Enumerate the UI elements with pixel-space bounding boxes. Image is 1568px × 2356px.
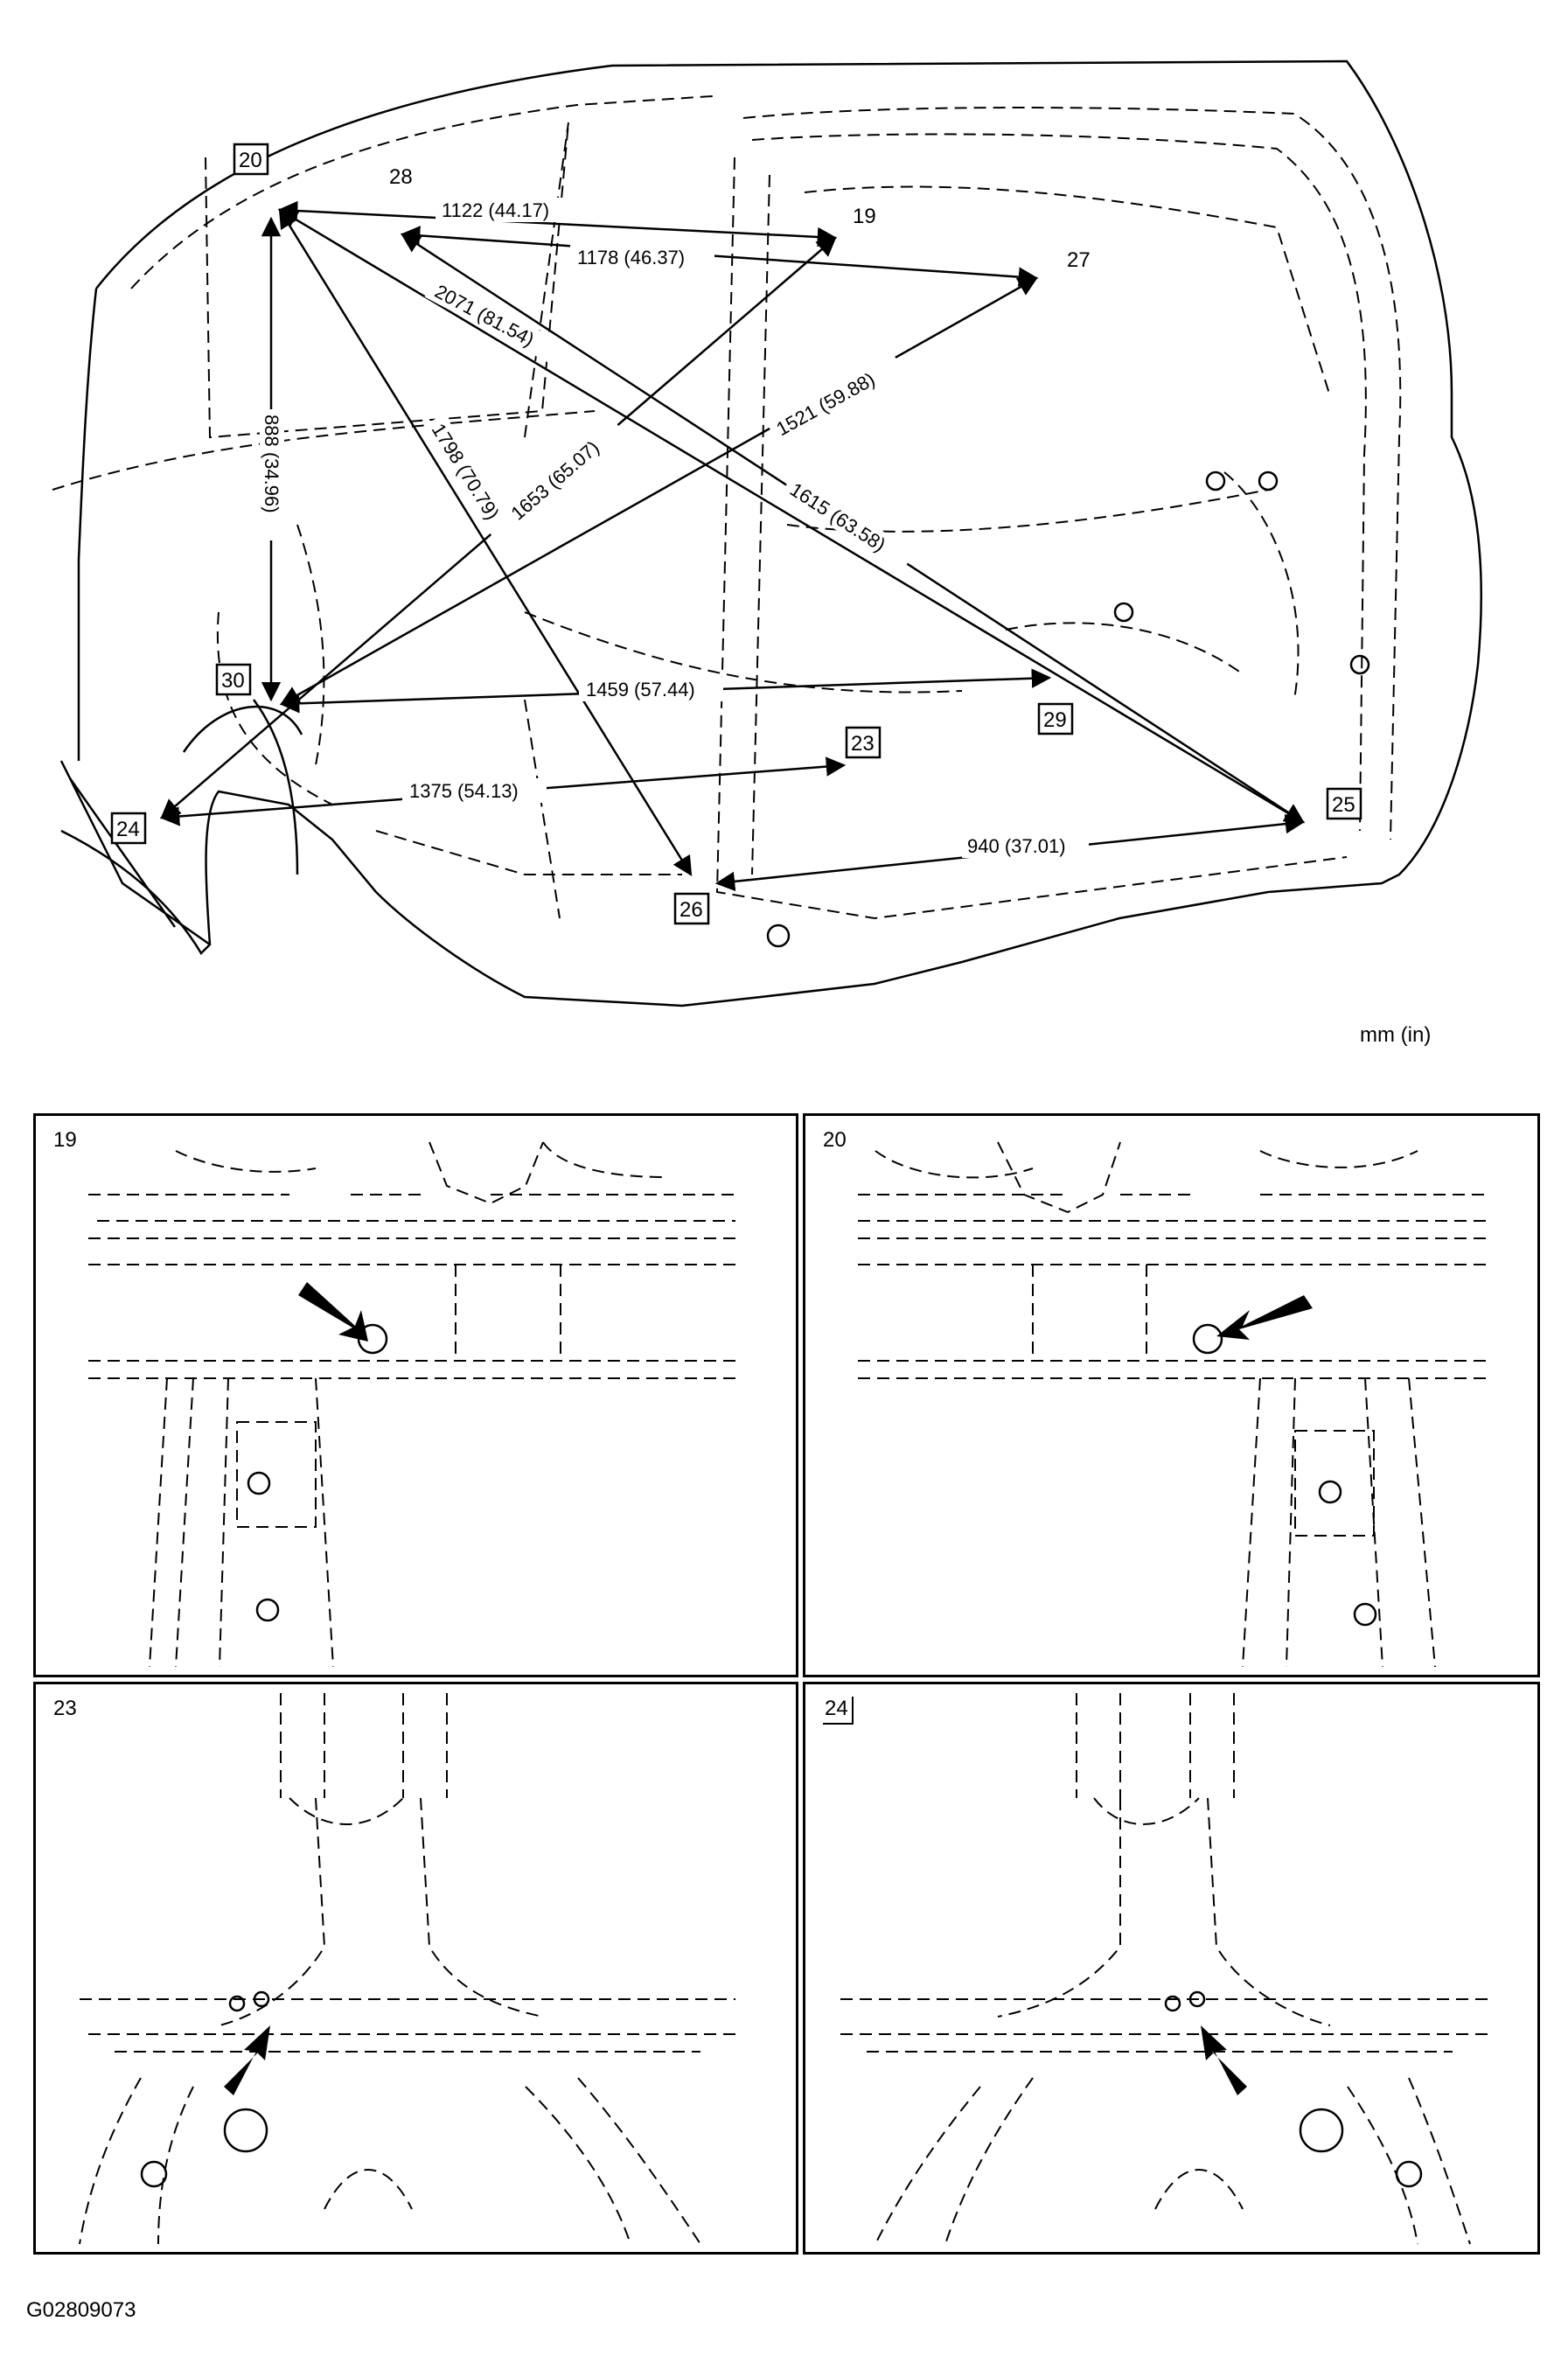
dim-label-30-27: 1521 (59.88) [766, 352, 905, 444]
dim-label-24-19: 1653 (65.07) [500, 415, 626, 530]
detail-panel-20-label: 20 [823, 1128, 847, 1152]
point-26-marker: 26 [673, 892, 710, 925]
point-29-marker: 29 [1037, 702, 1074, 735]
svg-text:26: 26 [679, 898, 703, 922]
svg-text:1653 (65.07): 1653 (65.07) [506, 436, 603, 525]
svg-text:1521 (59.88): 1521 (59.88) [772, 368, 878, 440]
dim-label-20-19: 1122 (44.17) [436, 198, 575, 222]
svg-text:28: 28 [389, 165, 413, 189]
detail-panel-24-label: 24 [823, 1697, 854, 1725]
dim-label-28-27: 1178 (46.37) [570, 245, 714, 269]
svg-text:25: 25 [1332, 793, 1355, 817]
measuring-points: 20 28 19 27 30 29 23 24 25 [110, 143, 1362, 925]
svg-text:888 (34.96): 888 (34.96) [261, 415, 282, 513]
svg-text:1798 (70.79): 1798 (70.79) [428, 420, 504, 524]
dim-label-28-25: 1615 (63.58) [780, 473, 916, 573]
dimension-labels: 1122 (44.17) 1178 (46.37) 2071 (81.54) 1… [260, 198, 1089, 858]
units-label: mm (in) [1360, 1023, 1432, 1047]
detail-panel-23-label: 23 [53, 1697, 77, 1720]
point-19-marker: 19 [853, 205, 876, 228]
detail-panel-20: 20 [803, 1113, 1540, 1677]
point-23-marker: 23 [845, 726, 882, 759]
arrow-24 [1201, 2025, 1247, 2095]
svg-text:23: 23 [851, 732, 875, 756]
svg-text:30: 30 [221, 669, 245, 693]
point-20-marker: 20 [233, 143, 269, 176]
detail-panel-19: 19 [33, 1113, 798, 1677]
dim-label-26-25: 940 (37.01) [962, 833, 1089, 858]
dim-label-30-29: 1459 (57.44) [579, 677, 723, 701]
svg-text:1122 (44.17): 1122 (44.17) [442, 199, 549, 221]
arrow-19 [298, 1282, 368, 1342]
dimline-20-25 [278, 208, 1305, 824]
svg-text:24: 24 [116, 818, 140, 841]
dim-label-20-25: 2071 (81.54) [424, 275, 564, 365]
dimension-lines [159, 200, 1306, 892]
dimline-28-27 [400, 226, 1039, 287]
dim-label-20-30: 888 (34.96) [260, 409, 284, 540]
svg-text:20: 20 [239, 149, 262, 172]
detail-panel-19-label: 19 [53, 1128, 77, 1152]
detail-panel-23: 23 [33, 1682, 798, 2255]
point-24-marker: 24 [110, 812, 147, 845]
dimline-30-27 [280, 276, 1038, 706]
svg-text:940 (37.01): 940 (37.01) [967, 835, 1066, 857]
point-27-marker: 27 [1067, 248, 1091, 272]
detail-drawing-24 [840, 1693, 1488, 2245]
svg-text:2071 (81.54): 2071 (81.54) [431, 280, 538, 351]
svg-text:27: 27 [1067, 248, 1091, 272]
point-25-marker: 25 [1326, 787, 1362, 820]
arrow-20 [1216, 1295, 1313, 1340]
detail-panel-24: 24 [803, 1682, 1540, 2255]
detail-drawing-23 [79, 1693, 735, 2245]
point-30-marker: 30 [215, 663, 252, 696]
svg-text:1178 (46.37): 1178 (46.37) [577, 247, 685, 268]
svg-text:29: 29 [1043, 708, 1067, 732]
point-28-marker: 28 [389, 165, 413, 189]
arrow-23 [224, 2025, 270, 2095]
svg-text:19: 19 [853, 205, 876, 228]
detail-drawing-19 [88, 1141, 735, 1668]
svg-text:1459 (57.44): 1459 (57.44) [586, 679, 695, 701]
figure-id: G02809073 [26, 2298, 136, 2322]
dim-label-24-23: 1375 (54.13) [402, 778, 547, 803]
body-dimension-diagram: 1122 (44.17) 1178 (46.37) 2071 (81.54) 1… [52, 59, 1482, 1007]
svg-text:1375 (54.13): 1375 (54.13) [409, 780, 519, 802]
dim-label-20-26: 1798 (70.79) [423, 413, 521, 549]
detail-drawing-20 [858, 1141, 1488, 1668]
